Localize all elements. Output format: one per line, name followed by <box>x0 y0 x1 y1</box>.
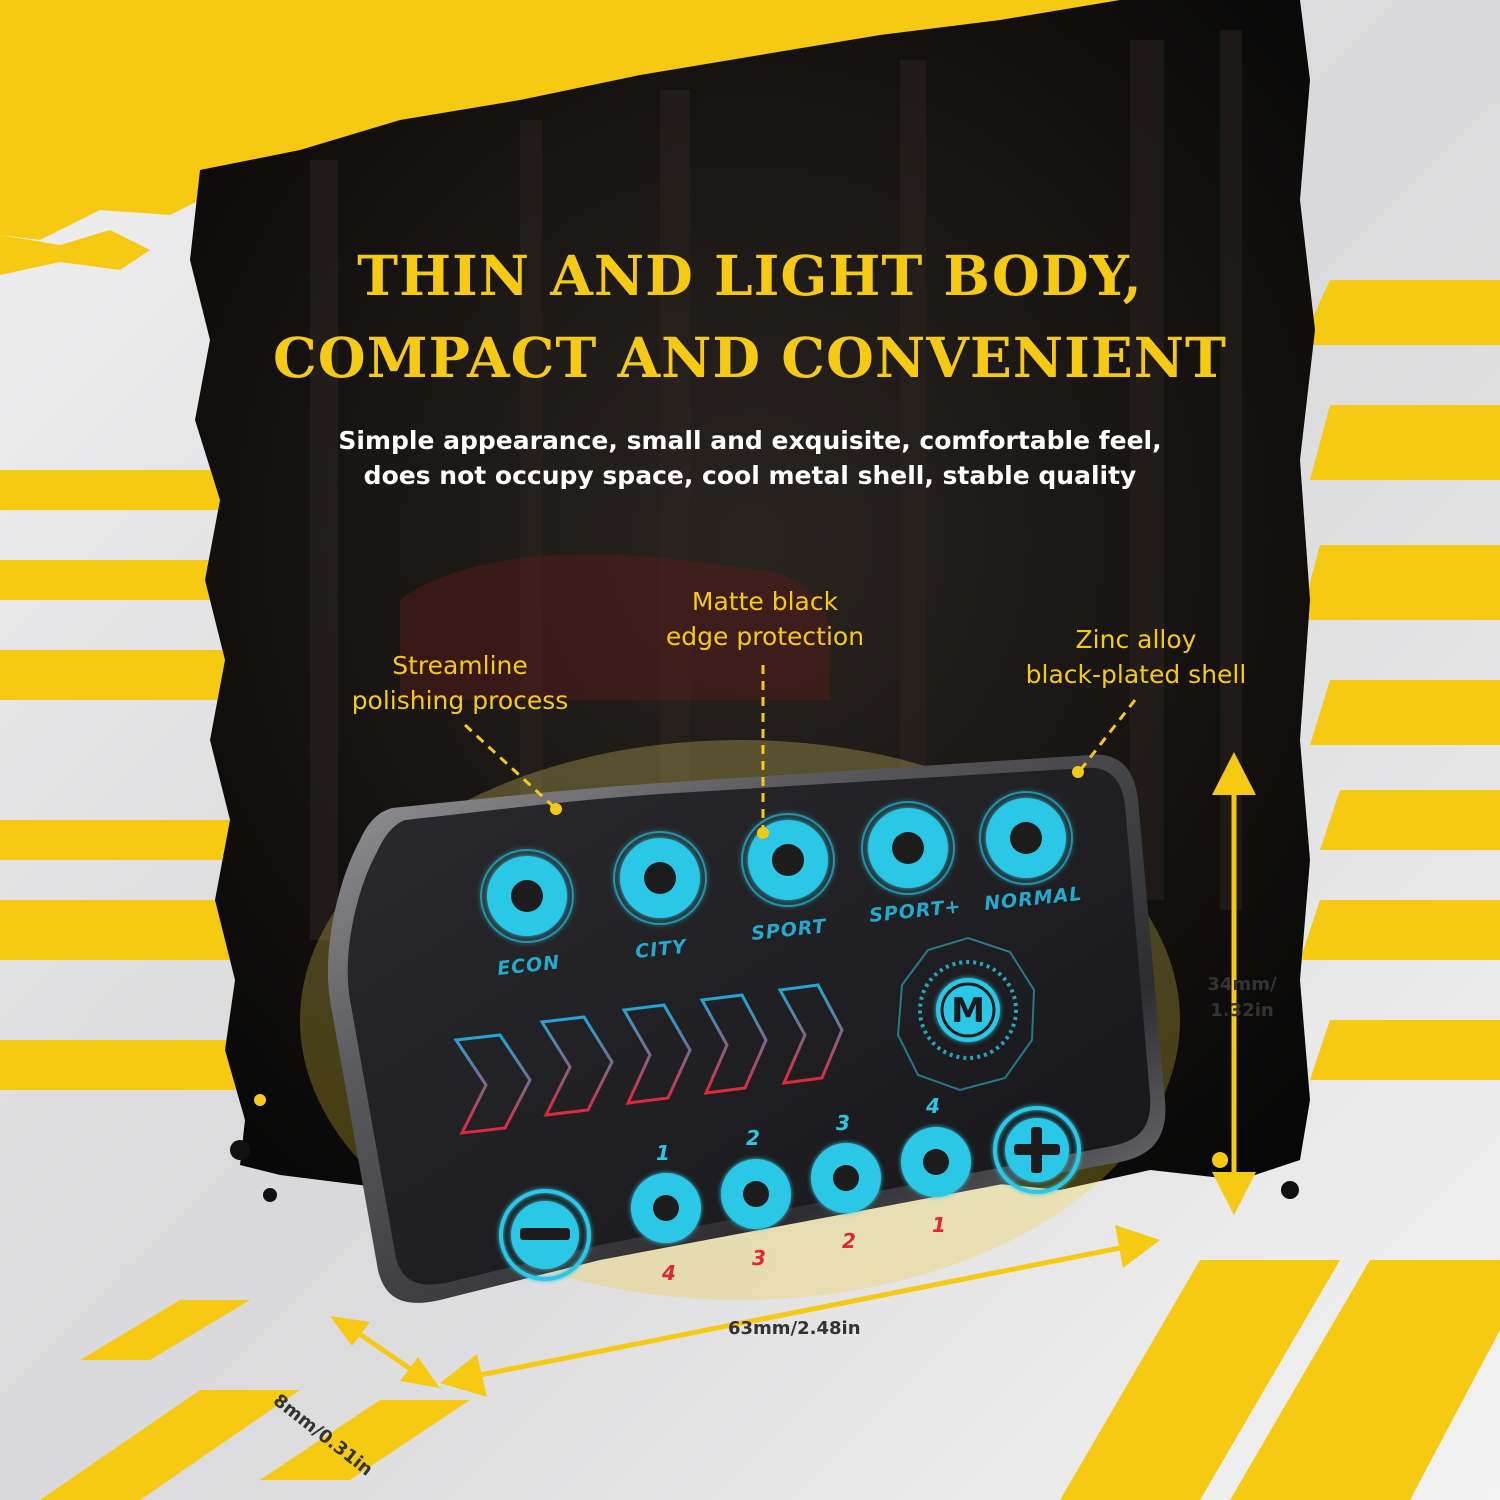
top-number-4: 4 <box>925 1094 940 1118</box>
level-button-2[interactable] <box>721 1159 791 1229</box>
top-number-2: 2 <box>746 1126 760 1150</box>
minus-button[interactable] <box>499 1189 591 1281</box>
callout-zinc: Zinc alloy black-plated shell <box>1000 622 1272 692</box>
top-number-3: 3 <box>836 1111 850 1135</box>
mode-button-sport[interactable] <box>741 813 835 907</box>
width-dimension-label: 63mm/2.48in <box>728 1318 861 1339</box>
level-chevron-5 <box>777 983 844 1085</box>
callout-streamline: Streamline polishing process <box>320 648 600 718</box>
mode-button-city[interactable] <box>613 831 707 925</box>
level-chevron-4 <box>699 993 768 1095</box>
height-dimension-line-1: 34mm/ <box>1207 974 1277 995</box>
mode-button-normal[interactable] <box>979 791 1073 885</box>
level-chevron-2 <box>539 1015 614 1117</box>
callout-matte-line-1: Matte black <box>691 587 839 616</box>
height-arrow <box>1212 752 1256 1215</box>
bottom-number-3: 3 <box>752 1246 766 1270</box>
callout-matte: Matte black edge protection <box>620 584 910 654</box>
m-button-label: M <box>951 991 985 1031</box>
callout-zinc-line-2: black-plated shell <box>1025 660 1247 689</box>
leader-line-zinc <box>1080 699 1137 769</box>
depth-arrow <box>330 1316 440 1388</box>
callout-streamline-line-2: polishing process <box>351 686 569 715</box>
leader-line-streamline <box>463 723 557 810</box>
headline-line-1: THIN AND LIGHT BODY, <box>357 243 1143 308</box>
headline-line-2: COMPACT AND CONVENIENT <box>273 325 1227 390</box>
height-dimension-line-2: 1.32in <box>1210 1000 1274 1021</box>
height-dimension-label: 34mm/ 1.32in <box>1192 972 1292 1024</box>
width-arrow <box>440 1225 1160 1397</box>
level-chevrons <box>453 983 844 1135</box>
level-button-4[interactable] <box>901 1127 971 1197</box>
bottom-number-4: 4 <box>661 1261 676 1285</box>
callout-streamline-line-1: Streamline <box>392 651 528 680</box>
plus-button[interactable] <box>993 1106 1081 1194</box>
bottom-number-1: 1 <box>932 1213 946 1237</box>
callout-zinc-line-1: Zinc alloy <box>1075 625 1197 654</box>
level-chevron-1 <box>453 1033 532 1135</box>
level-button-1[interactable] <box>631 1173 701 1243</box>
plus-icon <box>1014 1127 1060 1173</box>
subtitle-line-1: Simple appearance, small and exquisite, … <box>338 426 1162 455</box>
callout-matte-line-2: edge protection <box>665 622 865 651</box>
minus-icon <box>520 1228 570 1240</box>
mode-button-econ[interactable] <box>480 849 574 943</box>
level-button-3[interactable] <box>811 1143 881 1213</box>
subtitle-line-2: does not occupy space, cool metal shell,… <box>363 461 1137 490</box>
m-button[interactable]: M <box>896 936 1036 1092</box>
level-chevron-3 <box>621 1003 692 1105</box>
bottom-number-2: 2 <box>842 1229 856 1253</box>
top-number-1: 1 <box>656 1141 670 1165</box>
mode-button-sport-plus[interactable] <box>861 801 955 895</box>
